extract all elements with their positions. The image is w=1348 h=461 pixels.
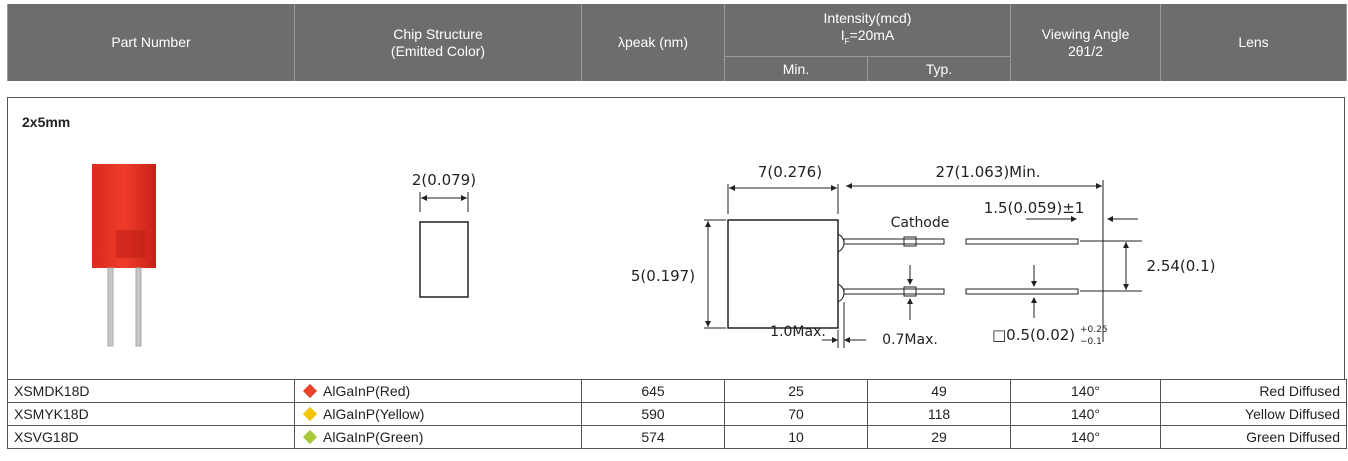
label-cathode: Cathode xyxy=(891,215,950,231)
dim-lead-length: 27(1.063)Min. xyxy=(935,163,1040,181)
cell-lens: Yellow Diffused xyxy=(1160,402,1347,426)
dim-lead-offset: 1.5(0.059)±1 xyxy=(984,199,1085,217)
red-diamond-icon xyxy=(302,384,318,399)
cell-part: XSMYK18D xyxy=(7,402,295,426)
cell-typ: 118 xyxy=(867,402,1011,426)
table-header: Part Number Chip Structure (Emitted Colo… xyxy=(7,4,1348,81)
cell-typ: 49 xyxy=(867,379,1011,403)
header-intensity: Intensity(mcd) IF=20mA xyxy=(723,4,1012,57)
chip-label: AlGaInP(Yellow) xyxy=(323,406,425,422)
cell-min: 70 xyxy=(724,402,868,426)
dim-pitch: 2.54(0.1) xyxy=(1147,257,1216,275)
dim-flange: 1.0Max. xyxy=(770,324,826,340)
dim-body-length: 7(0.276) xyxy=(758,163,822,181)
cell-part: XSVG18D xyxy=(7,425,295,449)
led-die-shadow xyxy=(116,230,146,258)
side-view-body xyxy=(727,219,839,329)
cell-angle: 140° xyxy=(1010,379,1161,403)
table-row: XSVG18D AlGaInP(Green) 574 10 29 140° Gr… xyxy=(7,425,1347,449)
cell-chip: AlGaInP(Green) xyxy=(294,425,582,449)
dim-chip-width: 2(0.079) xyxy=(412,171,476,189)
header-viewing-angle-line1: Viewing Angle xyxy=(1041,25,1130,42)
cell-min: 10 xyxy=(724,425,868,449)
header-viewing-angle: Viewing Angle 2θ1/2 xyxy=(1010,4,1162,81)
cell-typ: 29 xyxy=(867,425,1011,449)
cell-peak: 590 xyxy=(581,402,725,426)
led-lead-right xyxy=(135,267,142,347)
header-chip-structure-line2: (Emitted Color) xyxy=(390,42,486,59)
cell-lens: Green Diffused xyxy=(1160,425,1347,449)
green-diamond-icon xyxy=(302,430,318,445)
chip-label: AlGaInP(Green) xyxy=(323,429,424,445)
dim-height: 5(0.197) xyxy=(631,267,695,285)
cell-part: XSMDK18D xyxy=(7,379,295,403)
cell-lens: Red Diffused xyxy=(1160,379,1347,403)
table-row: XSMDK18D AlGaInP(Red) 645 25 49 140° Red… xyxy=(7,379,1347,403)
chip-label: AlGaInP(Red) xyxy=(323,383,411,399)
dim-lead-square: □0.5(0.02) xyxy=(992,326,1075,344)
table-row: XSMYK18D AlGaInP(Yellow) 590 70 118 140°… xyxy=(7,402,1347,426)
cell-peak: 645 xyxy=(581,379,725,403)
cell-chip: AlGaInP(Yellow) xyxy=(294,402,582,426)
header-viewing-angle-line2: 2θ1/2 xyxy=(1067,42,1104,59)
cell-min: 25 xyxy=(724,379,868,403)
dim-tol-minus: −0.1 xyxy=(1080,337,1102,347)
header-chip-structure: Chip Structure (Emitted Color) xyxy=(294,4,582,81)
side-view-drawing: 7(0.276) 27(1.063)Min. 5(0.197) Cathode xyxy=(631,163,1216,348)
led-lead-left xyxy=(107,267,114,347)
header-peak: λpeak (nm) xyxy=(581,4,725,81)
cell-angle: 140° xyxy=(1010,425,1161,449)
front-view-body xyxy=(419,221,469,298)
header-typ: Typ. xyxy=(866,56,1012,81)
yellow-diamond-icon xyxy=(302,407,318,422)
data-rows: XSMDK18D AlGaInP(Red) 645 25 49 140° Red… xyxy=(7,379,1347,449)
section-title: 2x5mm xyxy=(22,114,71,130)
header-chip-structure-line1: Chip Structure xyxy=(393,25,483,42)
header-intensity-line2: IF=20mA xyxy=(725,27,1010,50)
cell-chip: AlGaInP(Red) xyxy=(294,379,582,403)
header-intensity-line1: Intensity(mcd) xyxy=(823,10,912,27)
led-photo xyxy=(92,164,156,347)
cell-peak: 574 xyxy=(581,425,725,449)
front-view-drawing: 2(0.079) xyxy=(412,171,476,298)
intensity-f: F xyxy=(844,36,850,46)
header-lens: Lens xyxy=(1160,4,1348,81)
package-section: 2x5mm 2(0.079) 7(0.276) 27(1.063)Min. xyxy=(7,97,1345,379)
dim-tol-plus: +0.25 xyxy=(1080,325,1108,335)
dim-lead-max: 0.7Max. xyxy=(882,332,938,348)
cell-angle: 140° xyxy=(1010,402,1161,426)
header-part-number: Part Number xyxy=(7,4,295,81)
intensity-current: =20mA xyxy=(849,27,895,44)
intensity-i: I xyxy=(840,27,845,44)
header-min: Min. xyxy=(724,56,868,81)
